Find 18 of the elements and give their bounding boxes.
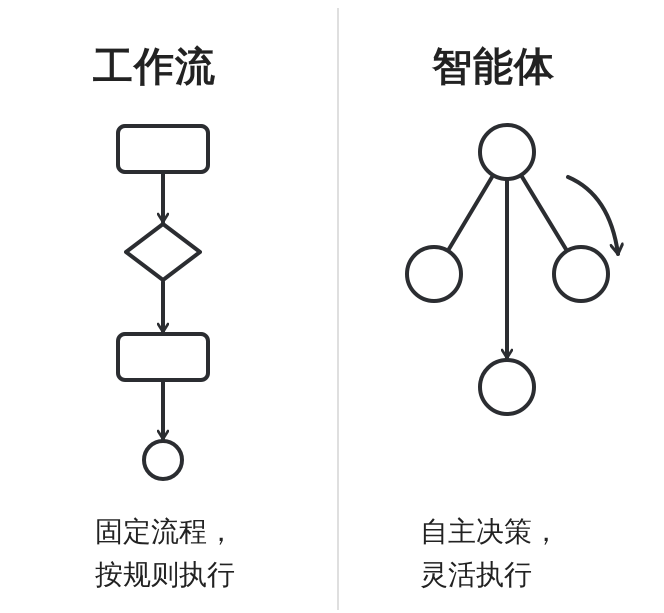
column-heading: 工作流 <box>93 43 217 92</box>
circle-node <box>405 245 463 303</box>
arrow <box>500 179 514 360</box>
circle-node <box>552 245 610 303</box>
connector-line <box>520 174 568 252</box>
caption-text: 固定流程，按规则执行 <box>95 514 236 594</box>
process-box <box>116 124 210 174</box>
circle-node <box>478 358 536 416</box>
connector-line <box>446 174 494 252</box>
arrow <box>156 380 170 441</box>
arrow <box>156 280 170 334</box>
arrow <box>156 172 170 224</box>
circle-node <box>142 439 184 481</box>
process-box <box>116 332 210 382</box>
decision-diamond <box>124 222 202 282</box>
caption-text: 自主决策，灵活执行 <box>420 514 561 594</box>
column-heading: 智能体 <box>432 43 556 92</box>
circle-node <box>478 123 536 181</box>
